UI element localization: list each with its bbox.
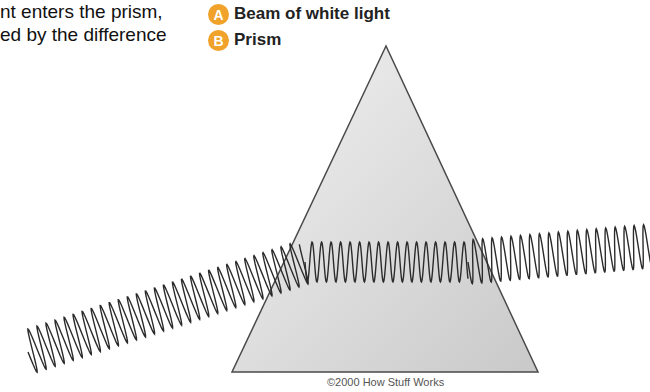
callout-letter: A <box>213 8 223 22</box>
callout-letter: B <box>213 34 223 48</box>
callout-letter-circle: B <box>208 30 229 51</box>
beam-wave <box>28 244 308 372</box>
part-name: Prism <box>234 30 281 50</box>
slide-text: ed by the difference <box>0 24 167 46</box>
part-name: Beam of white light <box>234 4 390 24</box>
callout-letter-circle: A <box>208 4 229 25</box>
beam-wave <box>468 225 650 284</box>
prism-triangle <box>232 46 538 372</box>
beam-wave <box>305 242 468 282</box>
slide-text: nt enters the prism, <box>0 1 163 23</box>
copyright-note: ©2000 How Stuff Works <box>327 376 444 388</box>
light-beam <box>28 225 650 372</box>
